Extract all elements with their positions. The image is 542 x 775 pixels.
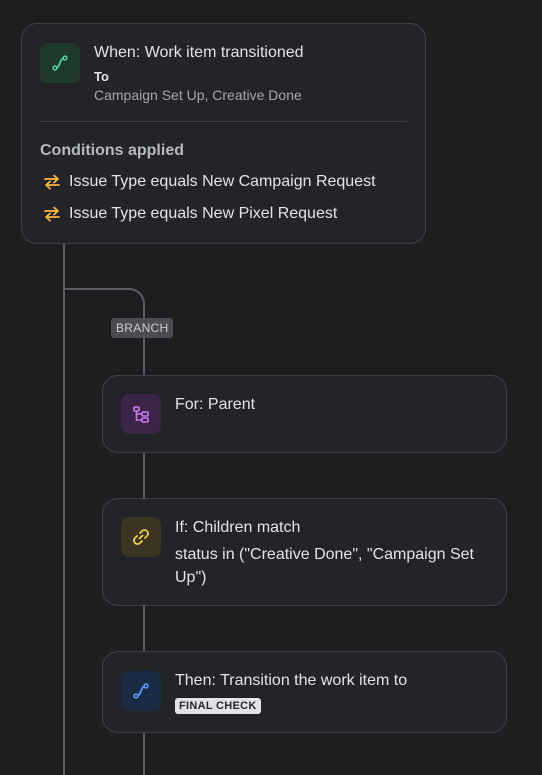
link-icon [133, 529, 149, 545]
transition-icon [52, 55, 68, 71]
trigger-divider [40, 121, 407, 122]
trigger-to-value: Campaign Set Up, Creative Done [94, 87, 302, 103]
branch-tree-icon [133, 406, 149, 423]
condition-text: Issue Type equals New Pixel Request [69, 205, 338, 222]
trigger-to-label: To [94, 69, 109, 84]
condition-text: Issue Type equals New Campaign Request [69, 173, 376, 190]
status-lozenge-wrap: FINAL CHECK [175, 696, 261, 714]
swap-icon [44, 206, 60, 222]
then-title: Then: Transition the work item to [175, 672, 408, 689]
trigger-card[interactable]: When: Work item transitioned To Campaign… [21, 23, 426, 244]
if-title: If: Children match [175, 519, 301, 536]
if-detail: status in ("Creative Done", "Campaign Se… [175, 546, 474, 586]
branch-badge: BRANCH [111, 318, 174, 338]
main-connector-line [63, 243, 65, 775]
transition-icon [133, 683, 149, 699]
condition-row: Issue Type equals New Pixel Request [42, 204, 337, 224]
branch-icon-tile [121, 394, 161, 434]
branch-then-card[interactable]: Then: Transition the work item to FINAL … [102, 651, 507, 733]
branch-if-card[interactable]: If: Children match status in ("Creative … [102, 498, 507, 606]
condition-icon-tile [121, 517, 161, 557]
branch-for-card[interactable]: For: Parent [102, 375, 507, 453]
trigger-title: When: Work item transitioned [94, 44, 304, 61]
conditions-heading: Conditions applied [40, 142, 184, 159]
for-title: For: Parent [175, 396, 256, 413]
action-icon-tile [121, 671, 161, 711]
swap-icon [44, 174, 60, 190]
trigger-icon-tile [40, 43, 80, 83]
condition-row: Issue Type equals New Campaign Request [42, 172, 376, 192]
branch-connector-curve [63, 288, 145, 328]
status-lozenge: FINAL CHECK [175, 698, 261, 714]
